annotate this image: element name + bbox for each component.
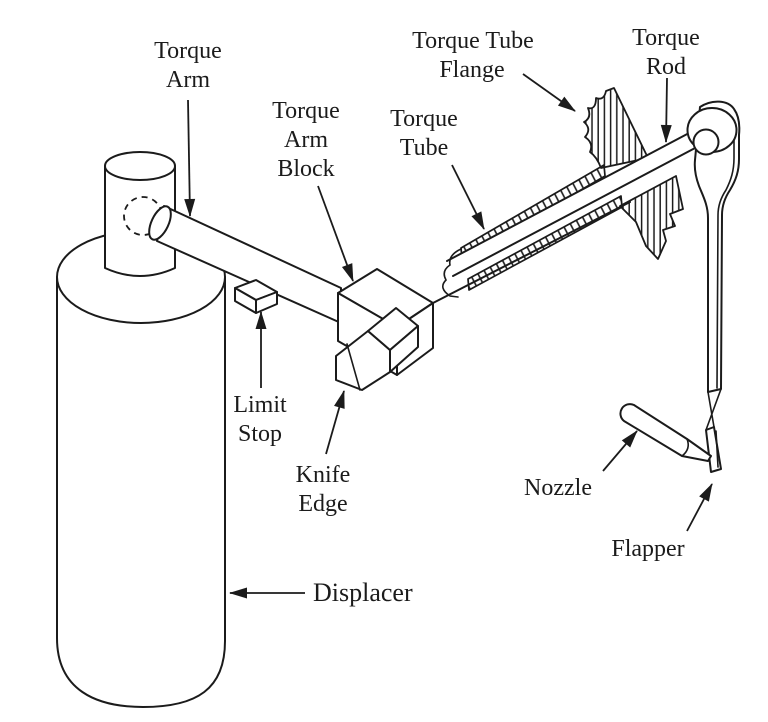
- label-torque-arm-line1: Torque: [154, 38, 222, 64]
- displacer-stem: [104, 165, 176, 277]
- label-torque-rod-line2: Rod: [646, 54, 686, 80]
- label-torque-tube-line2: Tube: [400, 135, 448, 161]
- label-torque-rod-line1: Torque: [632, 25, 700, 51]
- label-limit-stop-line2: Stop: [238, 421, 282, 447]
- label-knife-edge-line2: Edge: [298, 491, 347, 517]
- label-torque-arm-block-line2: Arm: [284, 127, 328, 153]
- torque-tube-flange-arrow: [522, 73, 576, 112]
- knife-edge: [335, 307, 419, 391]
- torque-arm-arrow: [184, 99, 196, 217]
- torque-tube-flange-upper: [583, 87, 649, 169]
- nozzle-arrow: [602, 430, 638, 472]
- torque-tube-bell-end: [442, 248, 462, 298]
- flapper-thickness-line: [716, 139, 735, 389]
- torque-rod-arrow: [660, 77, 672, 143]
- torque-tube-flange-lower: [619, 175, 684, 260]
- label-torque-tube-line1: Torque: [390, 106, 458, 132]
- torque-rod: [446, 131, 698, 277]
- flapper-arrow: [686, 483, 713, 532]
- nozzle-cone-base: [681, 438, 689, 457]
- torque-arm-end-cap: [148, 205, 172, 241]
- torque-arm-block-arrow: [317, 185, 354, 282]
- stem-top-ellipse: [104, 151, 176, 181]
- label-displacer: Displacer: [313, 578, 413, 607]
- label-torque-tube-flange-line2: Flange: [439, 57, 504, 83]
- rod-end-face: [692, 128, 720, 156]
- label-torque-tube-flange-line1: Torque Tube: [412, 28, 534, 54]
- label-flapper: Flapper: [611, 536, 684, 562]
- label-torque-arm-line2: Arm: [166, 67, 210, 93]
- torque-rod-fill: [447, 132, 697, 276]
- knife-edge-arrow: [325, 390, 345, 455]
- label-nozzle: Nozzle: [524, 475, 592, 501]
- label-limit-stop-line1: Limit: [233, 392, 287, 418]
- label-knife-edge-line1: Knife: [296, 462, 351, 488]
- torque-tube-arrow: [451, 164, 485, 230]
- flapper-lower-thickness-line: [715, 430, 719, 468]
- label-torque-arm-block-line1: Torque: [272, 98, 340, 124]
- limit-stop: [234, 279, 278, 314]
- displacer-body: [56, 276, 226, 708]
- flapper-twist: [705, 388, 722, 431]
- label-torque-arm-block-line3: Block: [277, 156, 334, 182]
- flapper-lower-strip: [705, 426, 722, 473]
- nozzle: [619, 403, 712, 462]
